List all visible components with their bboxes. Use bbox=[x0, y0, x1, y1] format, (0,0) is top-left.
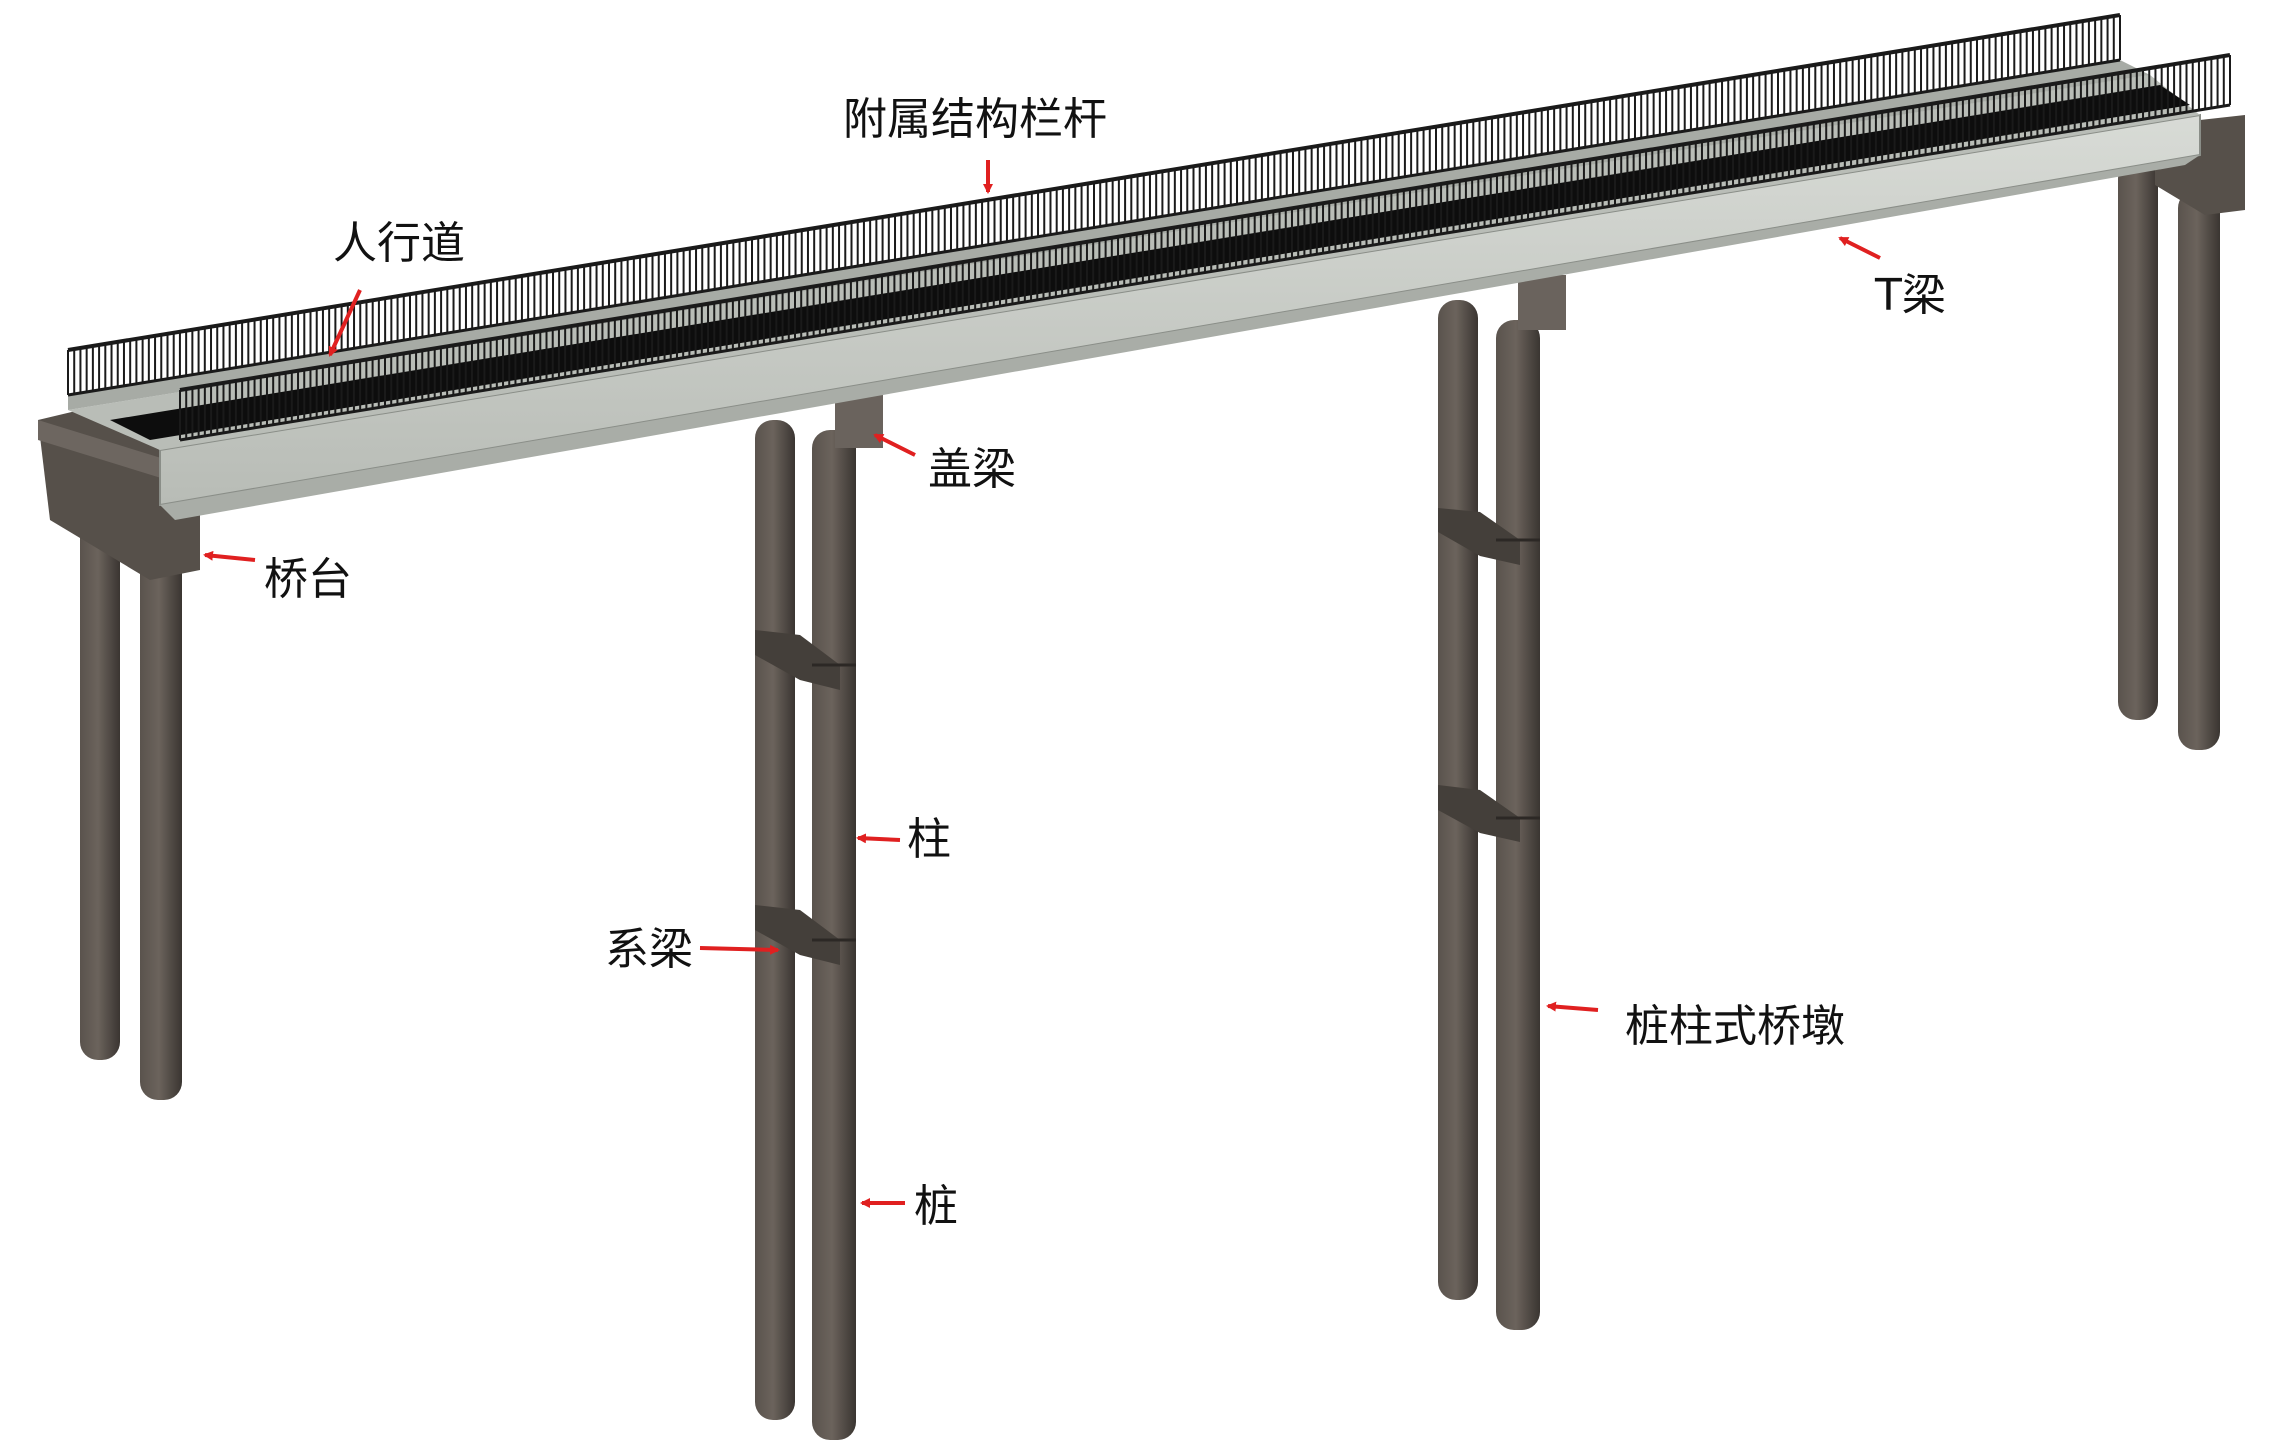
pier-1 bbox=[755, 420, 856, 1440]
label-abutment: 桥台 bbox=[264, 558, 352, 602]
label-pile: 桩 bbox=[914, 1185, 958, 1229]
label-cap-beam: 盖梁 bbox=[928, 448, 1016, 492]
label-tie-beam: 系梁 bbox=[605, 928, 693, 972]
abutment-piles bbox=[80, 500, 182, 1100]
arrow-t-beam bbox=[1840, 238, 1880, 258]
arrow-tie-beam bbox=[700, 948, 778, 950]
arrow-abutment bbox=[205, 555, 255, 560]
label-pile-column-pier: 桩柱式桥墩 bbox=[1625, 1005, 1845, 1049]
arrow-column bbox=[858, 838, 900, 840]
cap-beam-2 bbox=[1518, 275, 1566, 330]
arrow-pier bbox=[1548, 1006, 1598, 1010]
label-sidewalk: 人行道 bbox=[333, 222, 465, 266]
label-t-beam: T梁 bbox=[1875, 274, 1946, 318]
label-column: 柱 bbox=[907, 818, 951, 862]
label-railing: 附属结构栏杆 bbox=[843, 98, 1107, 142]
abutment-piles-right bbox=[2118, 160, 2220, 750]
pier-2 bbox=[1438, 300, 1540, 1330]
